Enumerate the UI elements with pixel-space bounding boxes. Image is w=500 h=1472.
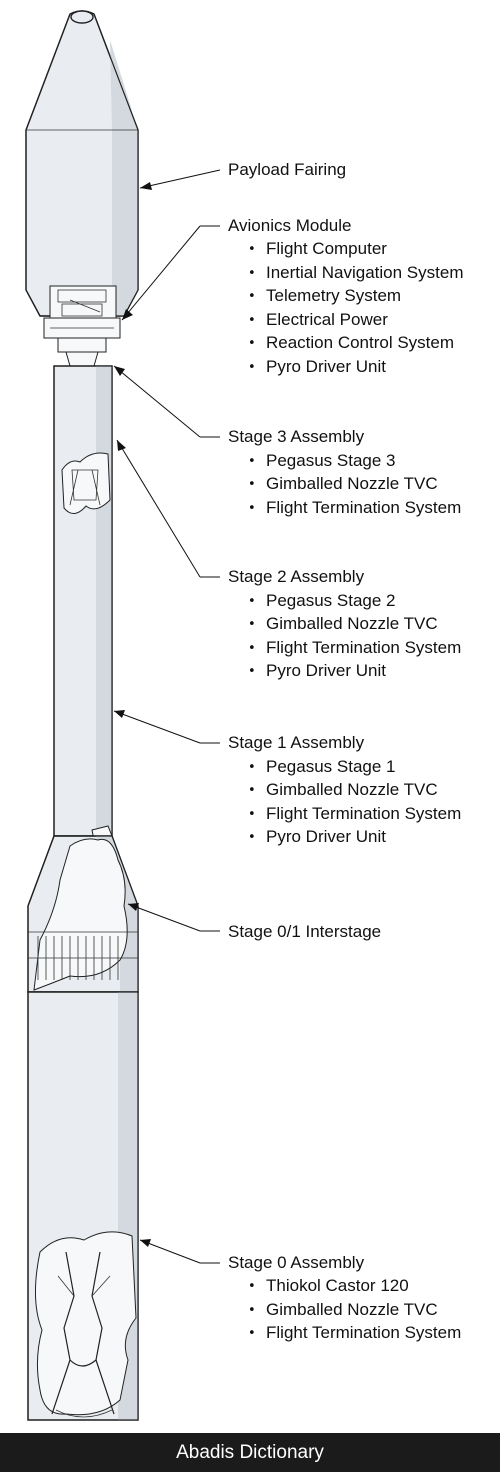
svg-text:•: • [248,266,256,281]
svg-text:•: • [248,242,256,257]
labels: Payload Fairing Avionics Module • Flight … [228,160,463,1342]
svg-text:•: • [248,760,256,775]
list-item: Flight Termination System [266,1323,461,1342]
label-stage01-interstage: Stage 0/1 Interstage [228,922,381,941]
svg-text:•: • [248,360,256,375]
label-stage2-assembly: Stage 2 Assembly [228,567,365,586]
label-stage0-assembly: Stage 0 Assembly [228,1253,365,1272]
svg-text:•: • [248,617,256,632]
list-item: Gimballed Nozzle TVC [266,474,438,493]
list-item: Flight Termination System [266,498,461,517]
list-item: Flight Termination System [266,804,461,823]
list-item: Pyro Driver Unit [266,661,386,680]
svg-text:•: • [248,289,256,304]
svg-text:•: • [248,1326,256,1341]
list-item: Gimballed Nozzle TVC [266,1300,438,1319]
list-item: Telemetry System [266,286,401,305]
label-avionics-module: Avionics Module [228,216,351,235]
svg-text:•: • [248,830,256,845]
list-item: Pyro Driver Unit [266,827,386,846]
list-item: Pegasus Stage 2 [266,591,395,610]
list-item: Gimballed Nozzle TVC [266,780,438,799]
svg-text:•: • [248,501,256,516]
footer-watermark: Abadis Dictionary [0,1433,500,1472]
list-item: Flight Computer [266,239,387,258]
list-item: Flight Termination System [266,638,461,657]
svg-text:•: • [248,313,256,328]
rocket-illustration [25,10,139,1421]
list-item: Pyro Driver Unit [266,357,386,376]
list-item: Reaction Control System [266,333,454,352]
avionics-module-shape [43,285,121,367]
list-item: Thiokol Castor 120 [266,1276,409,1295]
svg-text:•: • [248,594,256,609]
leader-lines [113,169,221,1264]
svg-text:•: • [248,454,256,469]
label-stage1-assembly: Stage 1 Assembly [228,733,365,752]
svg-text:•: • [248,664,256,679]
list-item: Pegasus Stage 1 [266,757,395,776]
rocket-diagram: Payload Fairing Avionics Module • Flight … [25,10,463,1421]
svg-text:•: • [248,336,256,351]
list-item: Pegasus Stage 3 [266,451,395,470]
footer-text: Abadis Dictionary [176,1442,324,1463]
svg-text:•: • [248,1279,256,1294]
label-stage3-assembly: Stage 3 Assembly [228,427,365,446]
svg-text:•: • [248,783,256,798]
list-item: Electrical Power [266,310,388,329]
svg-text:•: • [248,641,256,656]
list-item: Gimballed Nozzle TVC [266,614,438,633]
list-item: Inertial Navigation System [266,263,463,282]
svg-text:•: • [248,477,256,492]
label-payload-fairing: Payload Fairing [228,160,346,179]
svg-text:•: • [248,1303,256,1318]
svg-text:•: • [248,807,256,822]
